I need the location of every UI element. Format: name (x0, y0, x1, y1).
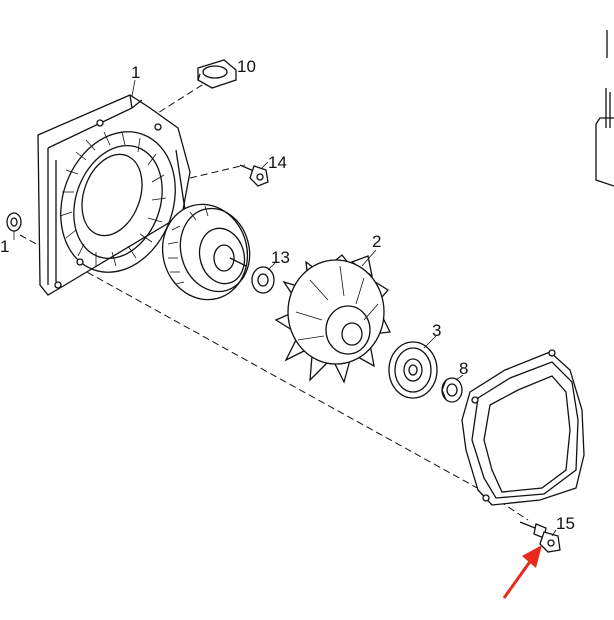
part-14-bolt (239, 164, 269, 187)
callout-2: 2 (372, 232, 381, 251)
part-10-grommet (197, 59, 237, 89)
callout-14: 14 (268, 153, 287, 172)
adjacent-diagram-fragment (595, 30, 614, 187)
belt-guard-cover (461, 349, 585, 506)
callout-3: 3 (432, 321, 441, 340)
callout-8: 8 (459, 359, 468, 378)
leader-lines (13, 67, 557, 537)
part-1-washer (6, 212, 22, 232)
red-pointer-arrow (502, 545, 542, 599)
part-15-screw (519, 521, 561, 553)
callout-1-left: 1 (0, 237, 9, 256)
alternator-body (161, 203, 251, 301)
callout-13: 13 (271, 248, 290, 267)
callout-1-top: 1 (131, 63, 140, 82)
part-3-pulley (388, 341, 438, 399)
part-8-nut (441, 377, 463, 403)
part-13-washer (251, 266, 275, 294)
callout-15: 15 (556, 514, 575, 533)
part-2-fan (274, 254, 391, 384)
part-1-housing (37, 94, 191, 296)
callout-10: 10 (237, 57, 256, 76)
assembly-axis-lines (19, 79, 529, 521)
